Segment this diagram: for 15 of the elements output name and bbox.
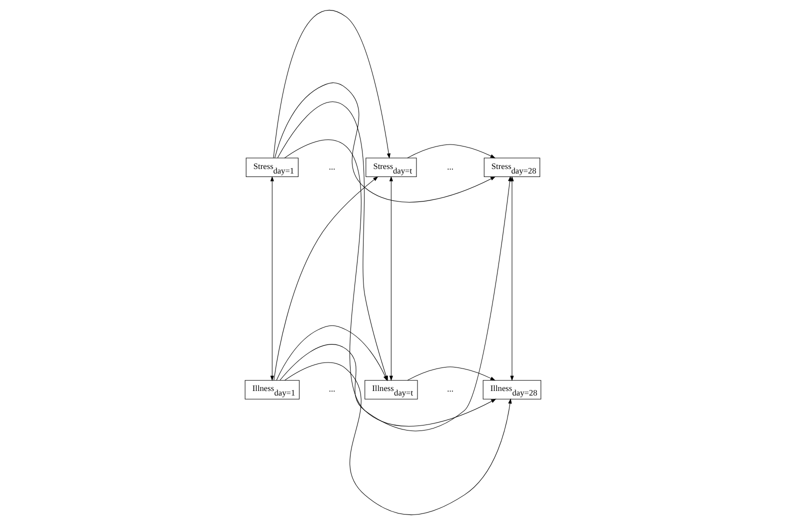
arrow xyxy=(388,176,392,381)
arrow xyxy=(279,176,512,432)
arrow xyxy=(274,82,496,202)
arrow xyxy=(284,140,496,426)
arrow xyxy=(406,366,496,381)
arrow xyxy=(273,176,378,380)
arrow xyxy=(406,144,496,158)
arrow xyxy=(270,176,274,381)
arrow xyxy=(284,362,512,516)
arrow xyxy=(510,176,514,381)
label: ... xyxy=(446,162,453,172)
label: ... xyxy=(446,384,453,394)
label: ... xyxy=(328,162,335,172)
arrow xyxy=(272,10,390,159)
label: ... xyxy=(328,384,335,394)
